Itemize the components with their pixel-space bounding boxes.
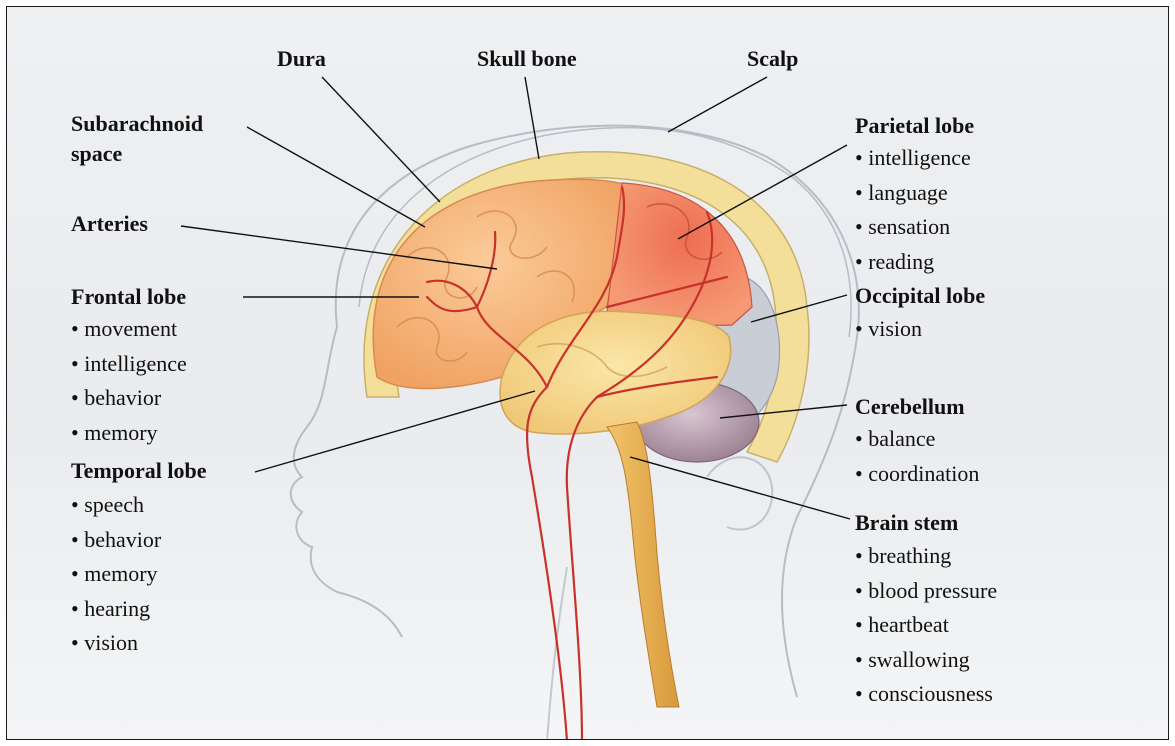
list-item: coordination	[855, 457, 979, 492]
list-item: language	[855, 176, 971, 211]
label-dura: Dura	[277, 47, 326, 72]
list-item: behavior	[71, 523, 161, 558]
list-item: vision	[71, 626, 161, 661]
list-item: sensation	[855, 210, 971, 245]
brain-stem-title: Brain stem	[855, 511, 958, 536]
parietal-lobe-list: intelligence language sensation reading	[855, 141, 971, 279]
temporal-lobe-list: speech behavior memory hearing vision	[71, 488, 161, 661]
list-item: intelligence	[855, 141, 971, 176]
label-subarachnoid-space: space	[71, 142, 122, 167]
frontal-lobe-list: movement intelligence behavior memory	[71, 312, 187, 450]
occipital-lobe-list: vision	[855, 312, 922, 347]
brain-stem-shape	[607, 422, 679, 707]
temporal-lobe-title: Temporal lobe	[71, 459, 206, 484]
ear	[707, 457, 772, 529]
cerebellum-title: Cerebellum	[855, 395, 965, 420]
brain-diagram: Dura Skull bone Scalp Subarachnoid space…	[6, 6, 1169, 740]
list-item: heartbeat	[855, 608, 997, 643]
label-arteries: Arteries	[71, 212, 148, 237]
list-item: balance	[855, 422, 979, 457]
list-item: hearing	[71, 592, 161, 627]
list-item: blood pressure	[855, 574, 997, 609]
frontal-lobe-title: Frontal lobe	[71, 285, 186, 310]
list-item: breathing	[855, 539, 997, 574]
label-scalp: Scalp	[747, 47, 798, 72]
occipital-lobe-title: Occipital lobe	[855, 284, 985, 309]
list-item: movement	[71, 312, 187, 347]
list-item: reading	[855, 245, 971, 280]
cerebellum-list: balance coordination	[855, 422, 979, 491]
list-item: memory	[71, 416, 187, 451]
list-item: memory	[71, 557, 161, 592]
list-item: vision	[855, 312, 922, 347]
label-subarachnoid: Subarachnoid	[71, 112, 203, 137]
parietal-lobe-title: Parietal lobe	[855, 114, 974, 139]
list-item: swallowing	[855, 643, 997, 678]
list-item: consciousness	[855, 677, 997, 712]
list-item: behavior	[71, 381, 187, 416]
list-item: speech	[71, 488, 161, 523]
brain-stem-list: breathing blood pressure heartbeat swall…	[855, 539, 997, 712]
list-item: intelligence	[71, 347, 187, 382]
label-skull-bone: Skull bone	[477, 47, 577, 72]
